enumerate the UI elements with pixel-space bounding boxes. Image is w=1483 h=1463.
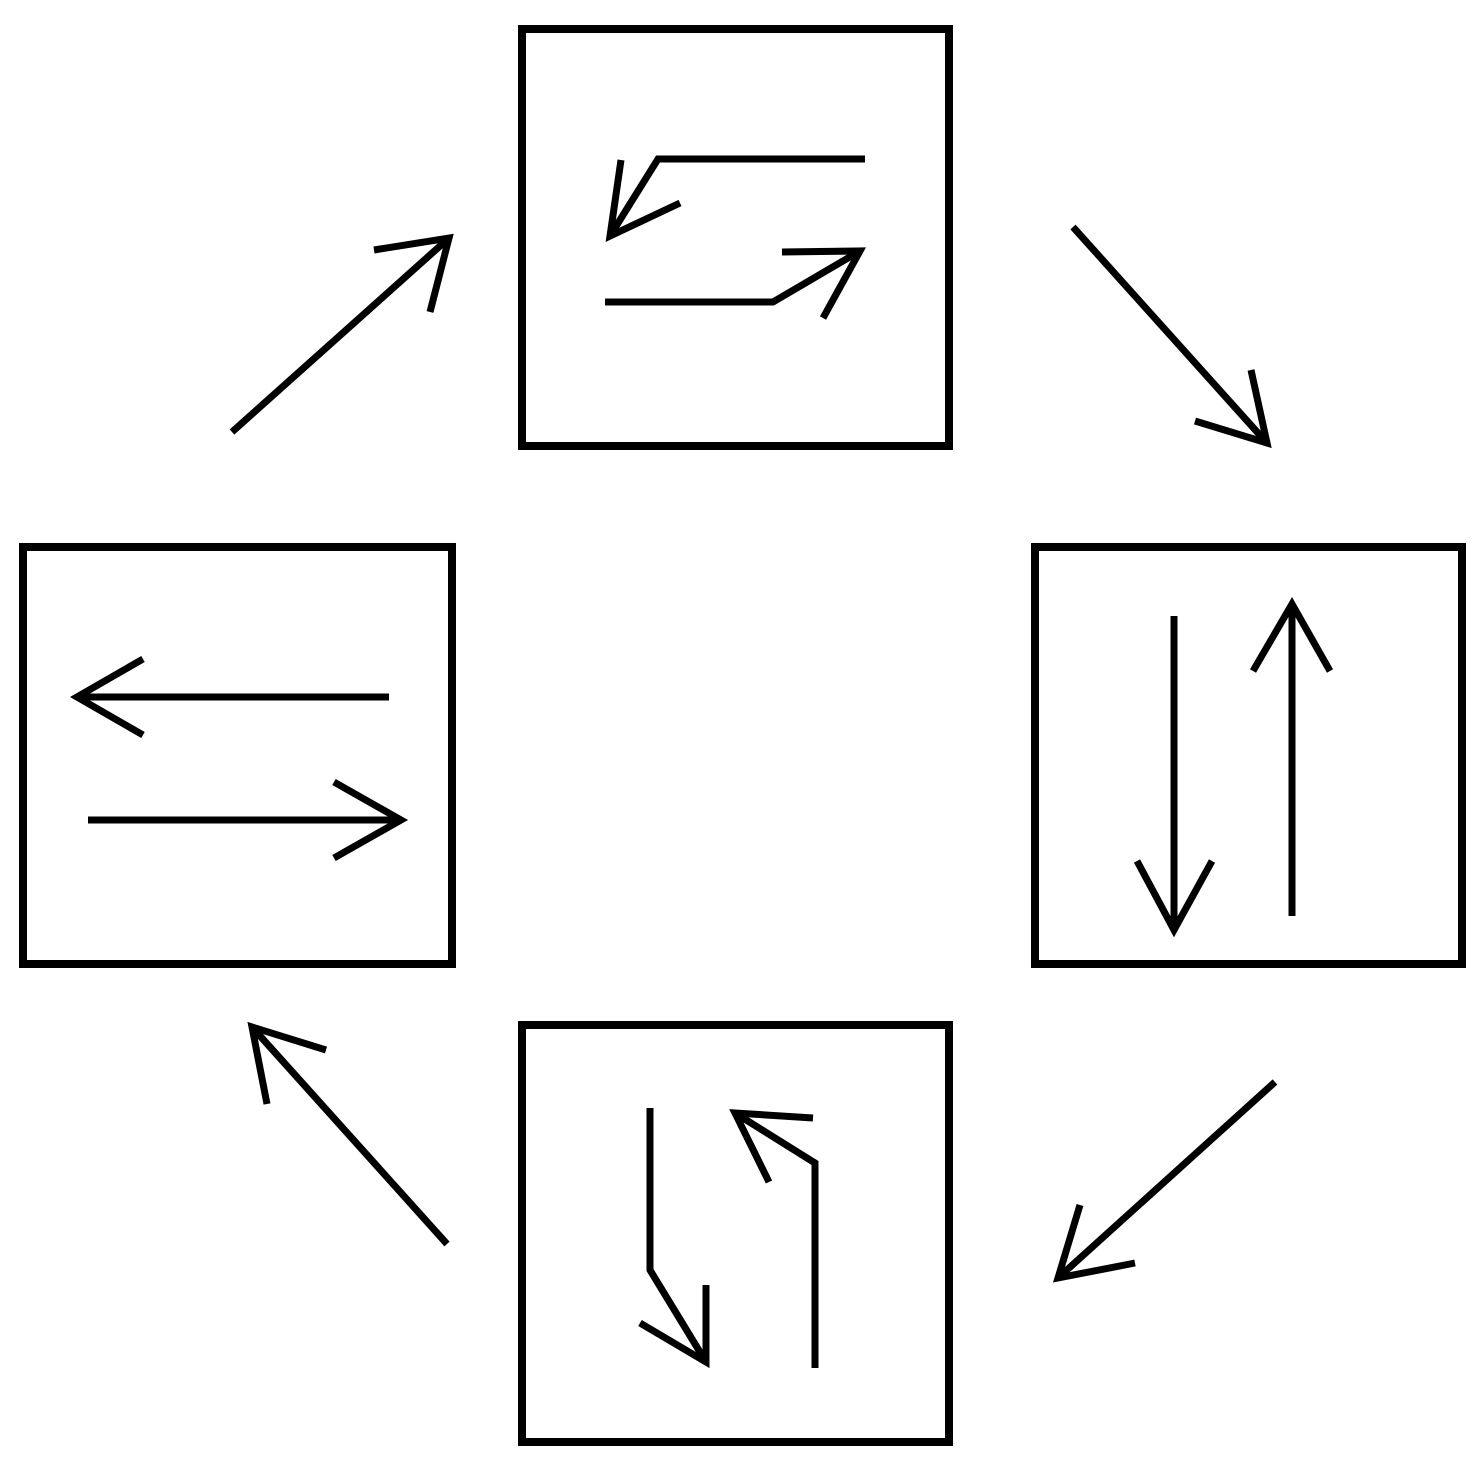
- right-up-arrowhead-icon: [729, 1109, 814, 1184]
- panel-top: [518, 25, 953, 450]
- upper-left-arrowhead-icon: [605, 159, 682, 242]
- panel-bottom-frame: [518, 1021, 953, 1446]
- arrow-right-to-bottom-head: [1052, 1203, 1136, 1283]
- right-up-arrow-icon: [733, 1110, 819, 1368]
- upper-left-arrow-icon: [607, 155, 865, 238]
- panel-left-frame: [19, 543, 456, 968]
- up-arrowhead-icon: [1249, 596, 1334, 673]
- arrow-up-right-icon: [229, 233, 454, 435]
- panel-right: [1031, 543, 1466, 968]
- arrow-left-to-top-head: [373, 233, 454, 313]
- arrow-bottom-to-left-head: [247, 1021, 328, 1105]
- arrow-down-left-icon: [1052, 1079, 1278, 1283]
- arrow-down-right-icon: [1070, 224, 1272, 449]
- arrow-left-to-top-shaft: [229, 235, 452, 435]
- left-down-arrowhead-icon: [638, 1285, 710, 1369]
- opposing-vertical-arrows-icon: [1133, 596, 1334, 938]
- lower-right-arrow-icon: [605, 247, 862, 306]
- down-arrowhead-icon: [1133, 859, 1216, 938]
- left-arrowhead-icon: [69, 655, 145, 739]
- panel-left: [19, 543, 456, 968]
- left-down-arrow-icon: [646, 1108, 709, 1364]
- right-arrowhead-icon: [332, 778, 409, 862]
- arrow-top-to-right-shaft: [1070, 224, 1270, 446]
- offset-opposing-horizontal-arrows-icon: [605, 155, 866, 320]
- arrow-top-to-right-head: [1193, 369, 1272, 449]
- opposing-horizontal-arrows-icon: [69, 655, 409, 862]
- panel-top-frame: [518, 25, 953, 450]
- arrow-up-left-icon: [247, 1021, 450, 1247]
- arrow-bottom-to-left-shaft: [249, 1024, 450, 1247]
- panel-bottom: [518, 1021, 953, 1446]
- arrow-right-to-bottom-shaft: [1055, 1079, 1278, 1281]
- offset-opposing-vertical-arrows-icon: [638, 1108, 819, 1369]
- panel-right-frame: [1031, 543, 1466, 968]
- lower-right-arrowhead-icon: [781, 247, 866, 320]
